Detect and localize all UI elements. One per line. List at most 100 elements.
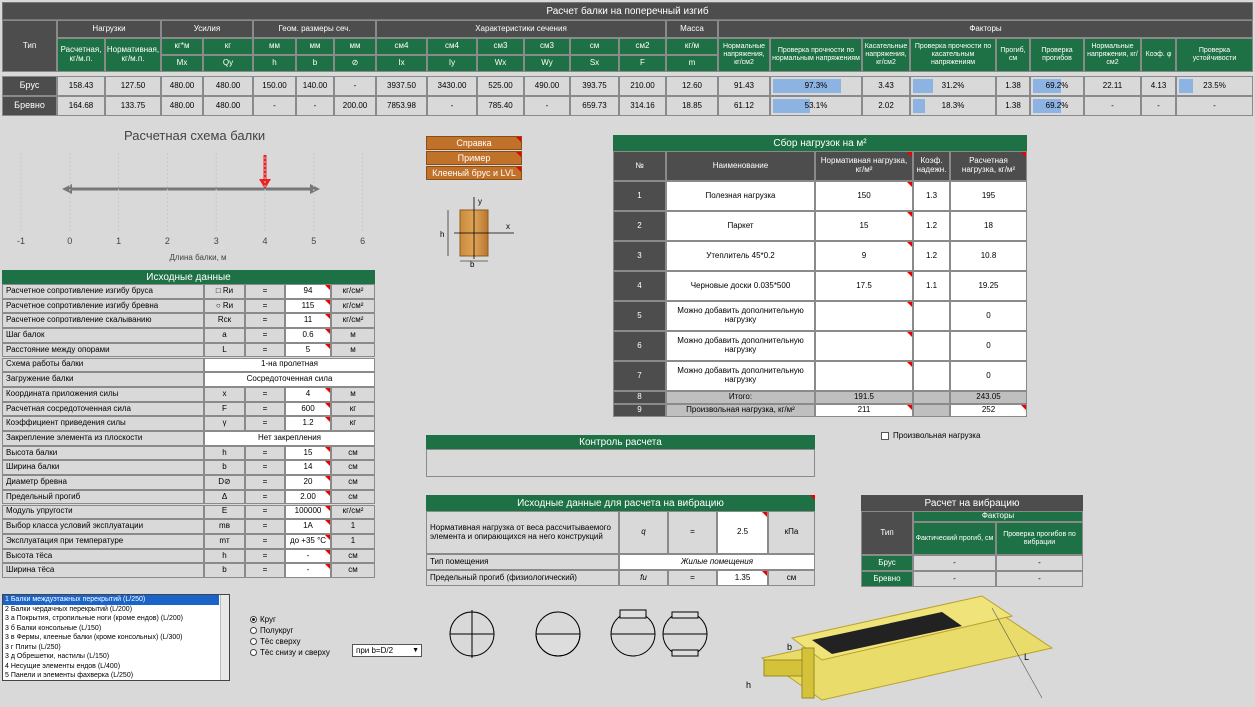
deflection-listbox[interactable]: 1 Балки междуэтажных перекрытий (L/250)2… (2, 594, 230, 681)
example-button[interactable]: Пример (426, 151, 522, 165)
listbox-scrollbar[interactable] (220, 595, 229, 680)
loads-row-norm[interactable] (815, 301, 913, 331)
loads-head-coef: Коэф. надежн. (913, 151, 950, 181)
radio-option[interactable]: Тёс сверху (250, 636, 330, 647)
vib-label: Тип помещения (426, 554, 619, 570)
loads-row-norm[interactable]: 9 (815, 241, 913, 271)
factor-value: 53.1% (804, 100, 828, 110)
vib-row-v1: - (913, 555, 996, 571)
glulam-button[interactable]: Клееный брус и LVL (426, 166, 522, 180)
input-symbol: mт (204, 533, 245, 549)
radio-icon[interactable] (250, 649, 257, 657)
col-header-0: Расчетная, кг/м.п. (57, 38, 105, 72)
input-select[interactable]: 1-на пролетная (204, 357, 375, 373)
input-select[interactable]: Сосредоточенная сила (204, 372, 375, 387)
list-item[interactable]: 3 б Балки консольные (L/150) (5, 624, 102, 632)
circle-section-icon (449, 610, 495, 658)
input-value[interactable]: 100000 (285, 504, 331, 520)
loads-row-name[interactable]: Утеплитель 45*0.2 (666, 241, 815, 271)
list-item[interactable]: 3 д Обрешетки, настилы (L/150) (5, 653, 110, 660)
input-value[interactable]: 20 (285, 475, 331, 490)
section-pictograms (449, 609, 708, 658)
input-value[interactable]: 14 (285, 460, 331, 476)
loads-row-norm[interactable] (815, 361, 913, 391)
factor-cell: 22.11 (1084, 76, 1141, 96)
loads-row-norm[interactable]: 15 (815, 211, 913, 241)
input-value[interactable]: - (285, 548, 331, 564)
loads-row-coef[interactable]: 1.2 (913, 241, 950, 271)
vib-value[interactable]: 2.5 (717, 511, 768, 554)
row-type-0: Брус (2, 76, 57, 96)
loads-row-coef[interactable] (913, 361, 950, 391)
loads-row-norm[interactable]: 17.5 (815, 271, 913, 301)
value-cell: 3430.00 (427, 76, 477, 96)
list-item[interactable]: 1 Балки междуэтажных перекрытий (L/250) (3, 595, 219, 605)
check-bar (913, 99, 925, 113)
radio-icon[interactable] (250, 638, 257, 646)
value-cell: 158.43 (57, 76, 105, 96)
input-value[interactable]: 11 (285, 313, 331, 329)
input-select[interactable]: Нет закрепления (204, 431, 375, 446)
loads-row-coef[interactable]: 1.3 (913, 181, 950, 211)
list-item[interactable]: 5 Панели и элементы фахверка (L/250) (5, 672, 134, 679)
loads-total-norm: 191.5 (815, 391, 913, 404)
radio-icon[interactable] (250, 616, 257, 624)
col-symbol-7: Ix (376, 55, 427, 72)
vib-room-type[interactable]: Жилые помещения (619, 554, 815, 570)
chevron-down-icon[interactable]: ▼ (412, 647, 419, 654)
loads-row-name[interactable]: Можно добавить дополнительную нагрузку (666, 361, 815, 391)
input-eq: = (245, 460, 285, 476)
loads-custom-norm[interactable]: 211 (815, 404, 913, 417)
factor-cell: 91.43 (718, 76, 770, 96)
loads-row-name[interactable]: Можно добавить дополнительную нагрузку (666, 331, 815, 361)
loads-row-calc: 19.25 (950, 271, 1027, 301)
loads-row-norm[interactable] (815, 331, 913, 361)
input-value[interactable]: 15 (285, 445, 331, 461)
loads-row-coef[interactable] (913, 301, 950, 331)
value-cell: - (334, 76, 376, 96)
custom-load-checkbox[interactable]: Произвольная нагрузка (881, 431, 980, 440)
half-circle-section-icon (535, 611, 581, 657)
checkbox-box[interactable] (881, 431, 889, 440)
loads-row-name[interactable]: Паркет (666, 211, 815, 241)
list-item[interactable]: 4 Несущие элементы ендов (L/400) (5, 662, 121, 670)
list-item[interactable]: 2 Балки чердачных перекрытий (L/200) (5, 605, 133, 613)
input-value[interactable]: 2.00 (285, 489, 331, 505)
loads-row-norm[interactable]: 150 (815, 181, 913, 211)
loads-row-name[interactable]: Полезная нагрузка (666, 181, 815, 211)
vib-value[interactable]: 1.35 (717, 570, 768, 586)
list-item[interactable]: 3 в Фермы, клееные балки (кроме консольн… (5, 634, 183, 641)
input-value[interactable]: 0.6 (285, 328, 331, 343)
group-forces: Усилия (161, 20, 253, 38)
loads-row-coef[interactable]: 1.2 (913, 211, 950, 241)
loads-row-calc: 0 (950, 361, 1027, 391)
radio-option[interactable]: Тёс снизу и сверху (250, 647, 330, 658)
input-value[interactable]: до +35 °С (285, 533, 331, 549)
loads-row-coef[interactable]: 1.1 (913, 271, 950, 301)
radio-option[interactable]: Полукруг (250, 625, 330, 636)
input-value[interactable]: 1А (285, 519, 331, 534)
loads-row-name[interactable]: Черновые доски 0.035*500 (666, 271, 815, 301)
radio-icon[interactable] (250, 627, 257, 635)
input-value[interactable]: 1.2 (285, 416, 331, 431)
radio-option[interactable]: Круг (250, 614, 330, 625)
input-value[interactable]: 600 (285, 401, 331, 417)
help-button[interactable]: Справка (426, 136, 522, 150)
tick-label: 1 (116, 236, 121, 246)
vib-type-head: Тип (861, 511, 913, 555)
input-value[interactable]: 4 (285, 386, 331, 402)
list-item[interactable]: 3 г Плиты (L/250) (5, 643, 61, 651)
input-unit: см (331, 489, 375, 505)
loads-row-coef[interactable] (913, 331, 950, 361)
factor-cell: - (1084, 96, 1141, 116)
factor-cell: 4.13 (1141, 76, 1176, 96)
position-dropdown[interactable]: при b=D/2 ▼ (352, 644, 422, 657)
loads-row-calc: 18 (950, 211, 1027, 241)
loads-row-name[interactable]: Можно добавить дополнительную нагрузку (666, 301, 815, 331)
input-value[interactable]: 5 (285, 342, 331, 358)
input-value[interactable]: - (285, 563, 331, 578)
list-item[interactable]: 3 а Покрытия, стропильные ноги (кроме ен… (5, 615, 183, 622)
input-symbol: h (204, 445, 245, 461)
input-value[interactable]: 94 (285, 284, 331, 299)
input-value[interactable]: 115 (285, 298, 331, 314)
